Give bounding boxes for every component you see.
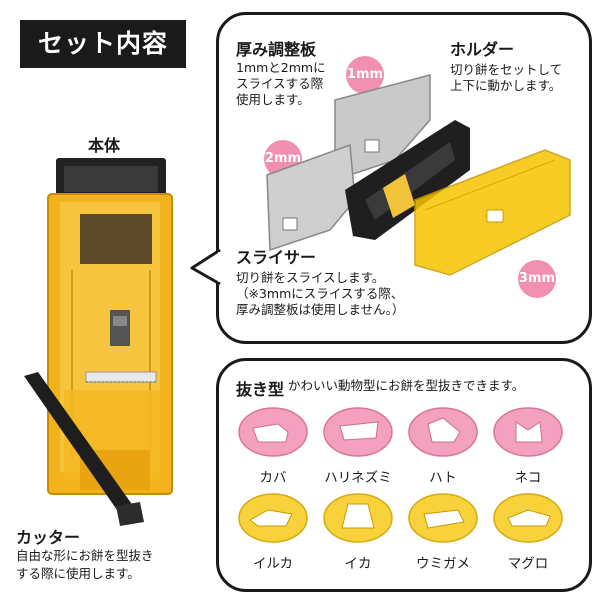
size-badge-1mm: 1mm bbox=[346, 56, 384, 94]
bubble-tail bbox=[190, 248, 224, 286]
parts-image bbox=[266, 74, 571, 276]
molds-desc: かわいい動物型にお餅を型抜きできます。 bbox=[288, 378, 525, 393]
mold-label-pink-1: カバ bbox=[259, 470, 287, 486]
main-body-label: 本体 bbox=[88, 136, 121, 155]
cutter-image bbox=[24, 372, 144, 526]
molds-title: 抜き型 bbox=[236, 380, 285, 399]
slicer-desc-line3: 厚み調整板は使用しません。） bbox=[236, 302, 405, 317]
thickness-plate-desc-line2: スライスする際 bbox=[236, 76, 324, 91]
holder-desc-line2: 上下に動かします。 bbox=[450, 78, 562, 93]
holder-desc-line1: 切り餅をセットして bbox=[450, 62, 563, 77]
mold-label-pink-3: ハト bbox=[429, 470, 457, 486]
mold-label-yellow-3: ウミガメ bbox=[416, 556, 470, 572]
size-badge-2mm: 2mm bbox=[264, 140, 302, 178]
cutter-desc-line1: 自由な形にお餅を型抜き bbox=[16, 548, 154, 563]
cutter-desc-line2: する際に使用します。 bbox=[16, 566, 140, 581]
yellow-molds-image bbox=[238, 493, 563, 543]
slicer-desc-line1: 切り餅をスライスします。 bbox=[236, 270, 385, 285]
thickness-plate-title: 厚み調整板 bbox=[236, 40, 317, 59]
pink-molds-image bbox=[238, 407, 563, 457]
thickness-plate-desc-line3: 使用します。 bbox=[236, 92, 310, 107]
mold-label-pink-4: ネコ bbox=[514, 470, 542, 486]
cutter-title: カッター bbox=[16, 528, 81, 547]
slicer-title: スライサー bbox=[236, 248, 317, 267]
mold-label-yellow-1: イルカ bbox=[252, 556, 294, 572]
slicer-desc-line2: （※3mmにスライスする際、 bbox=[236, 286, 404, 301]
holder-title: ホルダー bbox=[450, 40, 515, 59]
thickness-plate-desc-line1: 1mmと2mmに bbox=[236, 60, 326, 75]
mold-label-pink-2: ハリネズミ bbox=[324, 470, 392, 486]
mold-label-yellow-2: イカ bbox=[344, 556, 372, 572]
molds-bubble bbox=[216, 358, 592, 592]
mold-label-yellow-4: マグロ bbox=[507, 556, 549, 572]
page-title: セット内容 bbox=[20, 20, 186, 68]
size-badge-3mm: 3mm bbox=[518, 260, 556, 298]
